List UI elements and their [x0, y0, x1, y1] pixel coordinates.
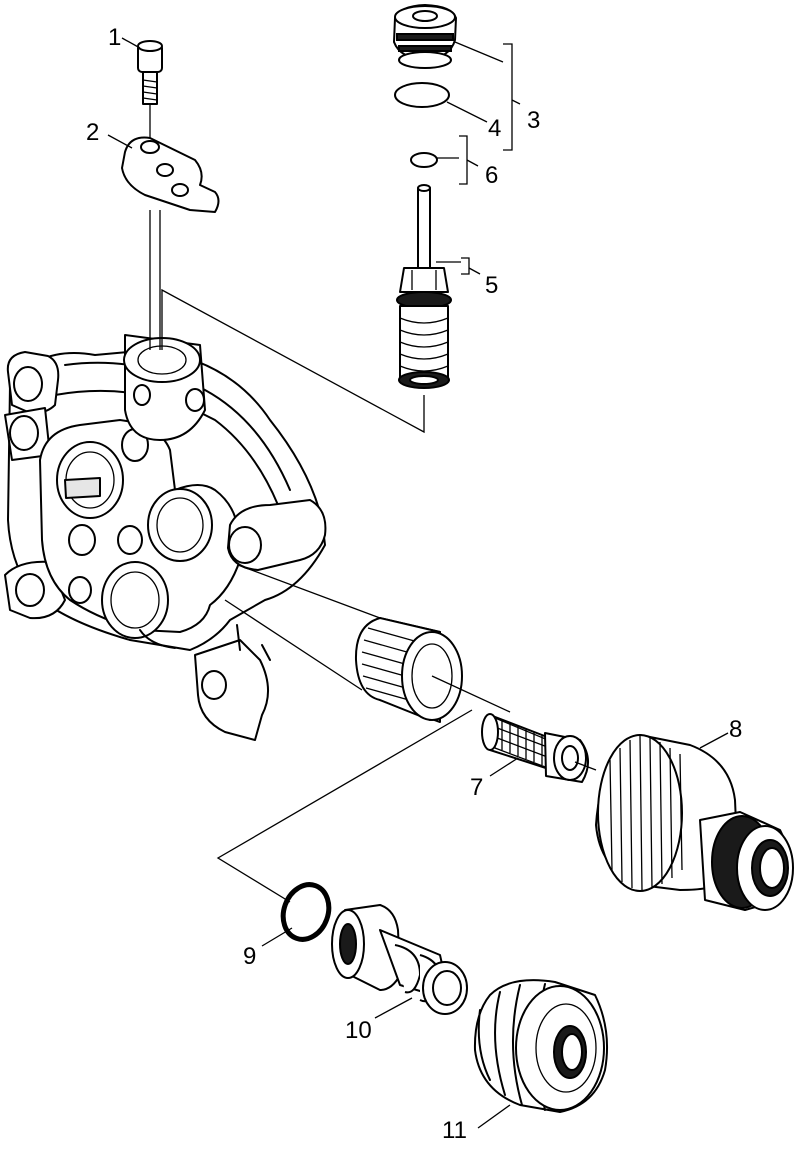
callout-labels: 1 2 3 4 5 6 7 8 9 10 11 — [86, 24, 742, 1144]
inlet-thread — [224, 564, 463, 723]
callout-2: 2 — [86, 119, 99, 146]
part-10-hose-nipple — [331, 904, 468, 1015]
leader-strainer-to-coupling — [574, 761, 597, 771]
callout-1: 1 — [108, 24, 121, 51]
callout-7: 7 — [470, 774, 483, 801]
part-1-screw — [137, 40, 163, 105]
callout-3: 3 — [527, 107, 540, 134]
leader-plate-to-housing — [149, 210, 161, 350]
callout-leaders — [107, 37, 729, 1129]
leader-thread-to-strainer — [431, 675, 511, 713]
callout-6: 6 — [485, 162, 498, 189]
callout-brackets — [436, 41, 521, 275]
leader-thread-to-o-ring — [216, 709, 473, 903]
callout-11: 11 — [442, 1117, 467, 1144]
part-8-hose-coupling — [595, 734, 794, 911]
callout-9: 9 — [243, 943, 256, 970]
part-3-valve — [393, 4, 457, 69]
leader-piston-to-housing — [161, 288, 425, 434]
part-11-union-nut — [473, 979, 608, 1113]
callout-10: 10 — [345, 1017, 372, 1044]
pump-housing — [4, 334, 327, 741]
part-6-small-o-ring — [410, 152, 438, 168]
part-7-strainer — [481, 713, 589, 783]
callout-8: 8 — [729, 716, 742, 743]
callout-4: 4 — [488, 115, 501, 142]
part-9-o-ring — [280, 882, 332, 942]
part-5-valve-piston — [396, 184, 452, 389]
part-4-o-ring — [394, 82, 450, 108]
callout-5: 5 — [485, 272, 498, 299]
part-2-plate — [121, 136, 220, 213]
